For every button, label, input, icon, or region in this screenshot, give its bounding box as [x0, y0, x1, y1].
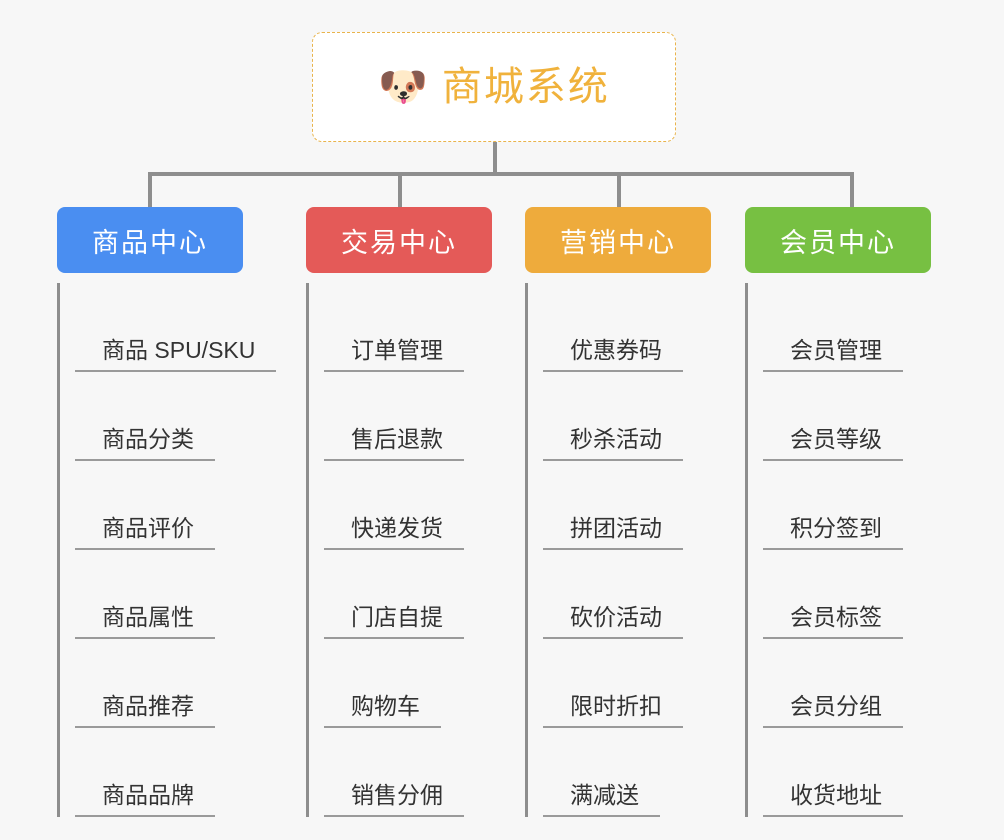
list-item[interactable]: 会员标签 [763, 550, 975, 639]
leaf-label: 门店自提 [351, 604, 443, 630]
list-item[interactable]: 商品品牌 [75, 728, 297, 817]
leaf-label: 秒杀活动 [570, 426, 662, 452]
category-header-marketing-center[interactable]: 营销中心 [525, 207, 711, 273]
category-header-trade-center[interactable]: 交易中心 [306, 207, 492, 273]
category-column-marketing-center: 营销中心 优惠券码 秒杀活动 拼团活动 砍价活动 限时折扣 [525, 207, 755, 817]
category-label: 商品中心 [92, 227, 208, 258]
leaf-label: 购物车 [351, 693, 420, 719]
leaf-label: 砍价活动 [570, 604, 662, 630]
leaf-label: 会员等级 [790, 426, 882, 452]
leaf-label: 限时折扣 [570, 693, 662, 719]
list-item[interactable]: 商品分类 [75, 372, 297, 461]
connector-drop-4 [850, 172, 854, 208]
leaf-underline [543, 726, 683, 728]
connector-drop-3 [617, 172, 621, 208]
leaf-label: 收货地址 [790, 782, 882, 808]
list-item[interactable]: 销售分佣 [324, 728, 536, 817]
leaf-underline [763, 815, 903, 817]
leaf-underline [763, 370, 903, 372]
leaf-underline [324, 815, 464, 817]
leaf-underline [763, 548, 903, 550]
leaf-underline [763, 459, 903, 461]
list-item[interactable]: 秒杀活动 [543, 372, 755, 461]
leaf-underline [75, 370, 277, 372]
leaf-label: 订单管理 [351, 337, 443, 363]
category-label: 会员中心 [780, 227, 896, 258]
connector-horizontal-bar [148, 172, 854, 176]
list-item[interactable]: 快递发货 [324, 461, 536, 550]
leaf-underline [543, 370, 683, 372]
leaf-underline [324, 726, 441, 728]
list-item[interactable]: 商品 SPU/SKU [75, 283, 297, 372]
connector-drop-2 [398, 172, 402, 208]
leaf-label: 售后退款 [351, 426, 443, 452]
leaf-label: 拼团活动 [570, 515, 662, 541]
leaf-list-member-center: 会员管理 会员等级 积分签到 会员标签 会员分组 收货地址 [745, 283, 975, 817]
list-item[interactable]: 会员分组 [763, 639, 975, 728]
leaf-underline [324, 548, 464, 550]
list-item[interactable]: 拼团活动 [543, 461, 755, 550]
leaf-label: 商品 SPU/SKU [102, 337, 256, 363]
dog-face-icon: 🐶 [378, 65, 428, 109]
leaf-underline [763, 637, 903, 639]
leaf-underline [543, 548, 683, 550]
leaf-underline [543, 459, 683, 461]
list-item[interactable]: 优惠券码 [543, 283, 755, 372]
list-item[interactable]: 购物车 [324, 639, 536, 728]
leaf-label: 积分签到 [790, 515, 882, 541]
category-column-trade-center: 交易中心 订单管理 售后退款 快递发货 门店自提 购物车 [306, 207, 536, 817]
list-item[interactable]: 商品评价 [75, 461, 297, 550]
leaf-underline [75, 459, 215, 461]
list-item[interactable]: 满减送 [543, 728, 755, 817]
connector-root-stem [493, 142, 497, 174]
leaf-label: 快递发货 [351, 515, 443, 541]
leaf-underline [75, 815, 215, 817]
category-column-product-center: 商品中心 商品 SPU/SKU 商品分类 商品评价 商品属性 商品推荐 [57, 207, 297, 817]
leaf-underline [543, 815, 660, 817]
list-item[interactable]: 会员管理 [763, 283, 975, 372]
leaf-underline [75, 637, 215, 639]
leaf-list-product-center: 商品 SPU/SKU 商品分类 商品评价 商品属性 商品推荐 商品品牌 [57, 283, 297, 817]
root-node[interactable]: 🐶 商城系统 [312, 32, 676, 142]
leaf-label: 销售分佣 [351, 782, 443, 808]
leaf-label: 商品属性 [102, 604, 194, 630]
leaf-label: 优惠券码 [570, 337, 662, 363]
leaf-label: 会员分组 [790, 693, 882, 719]
list-item[interactable]: 商品推荐 [75, 639, 297, 728]
category-header-member-center[interactable]: 会员中心 [745, 207, 931, 273]
connector-drop-1 [148, 172, 152, 208]
root-title: 商城系统 [441, 65, 610, 109]
leaf-underline [324, 459, 464, 461]
list-item[interactable]: 订单管理 [324, 283, 536, 372]
leaf-underline [75, 726, 215, 728]
leaf-label: 会员管理 [790, 337, 882, 363]
list-item[interactable]: 收货地址 [763, 728, 975, 817]
category-label: 营销中心 [560, 227, 676, 258]
leaf-list-trade-center: 订单管理 售后退款 快递发货 门店自提 购物车 销售分佣 [306, 283, 536, 817]
leaf-label: 商品评价 [102, 515, 194, 541]
list-item[interactable]: 积分签到 [763, 461, 975, 550]
list-item[interactable]: 商品属性 [75, 550, 297, 639]
leaf-underline [324, 370, 464, 372]
leaf-label: 商品分类 [102, 426, 194, 452]
leaf-underline [543, 637, 683, 639]
list-item[interactable]: 会员等级 [763, 372, 975, 461]
leaf-label: 会员标签 [790, 604, 882, 630]
list-item[interactable]: 砍价活动 [543, 550, 755, 639]
category-header-product-center[interactable]: 商品中心 [57, 207, 243, 273]
leaf-label: 商品品牌 [102, 782, 194, 808]
leaf-label: 满减送 [570, 782, 639, 808]
leaf-underline [763, 726, 903, 728]
leaf-label: 商品推荐 [102, 693, 194, 719]
category-label: 交易中心 [341, 227, 457, 258]
list-item[interactable]: 门店自提 [324, 550, 536, 639]
leaf-underline [324, 637, 464, 639]
leaf-list-marketing-center: 优惠券码 秒杀活动 拼团活动 砍价活动 限时折扣 满减送 [525, 283, 755, 817]
list-item[interactable]: 限时折扣 [543, 639, 755, 728]
category-column-member-center: 会员中心 会员管理 会员等级 积分签到 会员标签 会员分组 [745, 207, 975, 817]
list-item[interactable]: 售后退款 [324, 372, 536, 461]
leaf-underline [75, 548, 215, 550]
